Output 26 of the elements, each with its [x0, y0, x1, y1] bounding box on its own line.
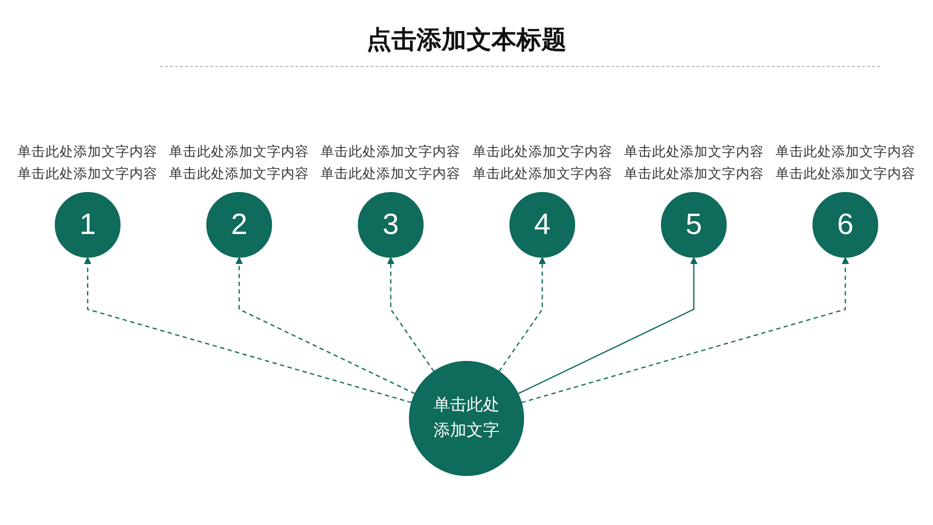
caption-text: 单击此处添加文字内容 [624, 143, 764, 162]
caption-text: 单击此处添加文字内容 [169, 143, 310, 162]
caption-text: 单击此处添加文字内容 [624, 164, 764, 183]
caption-text: 单击此处添加文字内容 [18, 143, 158, 162]
caption-text: 单击此处添加文字内容 [775, 143, 916, 162]
node-circle: 3 [358, 192, 424, 258]
node-circle: 5 [660, 192, 727, 258]
title: 点击添加文本标题 [366, 25, 566, 56]
arrow [84, 256, 412, 404]
node-circle: 4 [509, 192, 576, 258]
caption-text: 单击此处添加文字内容 [320, 143, 461, 162]
node-circle: 单击此处添加文字 [408, 360, 524, 476]
node-circle: 2 [206, 192, 272, 258]
caption-text: 单击此处添加文字内容 [472, 143, 612, 162]
caption-text: 单击此处添加文字内容 [472, 164, 612, 183]
node-circle: 1 [54, 192, 121, 258]
arrow [235, 256, 416, 394]
caption-text: 单击此处添加文字内容 [775, 164, 916, 183]
caption-text: 单击此处添加文字内容 [169, 164, 310, 183]
arrow [498, 256, 546, 372]
arrow [386, 256, 434, 372]
arrow [518, 256, 698, 394]
caption-text: 单击此处添加文字内容 [320, 164, 461, 183]
caption-text: 单击此处添加文字内容 [18, 164, 158, 183]
node-circle: 6 [812, 192, 878, 258]
arrow [521, 256, 850, 404]
